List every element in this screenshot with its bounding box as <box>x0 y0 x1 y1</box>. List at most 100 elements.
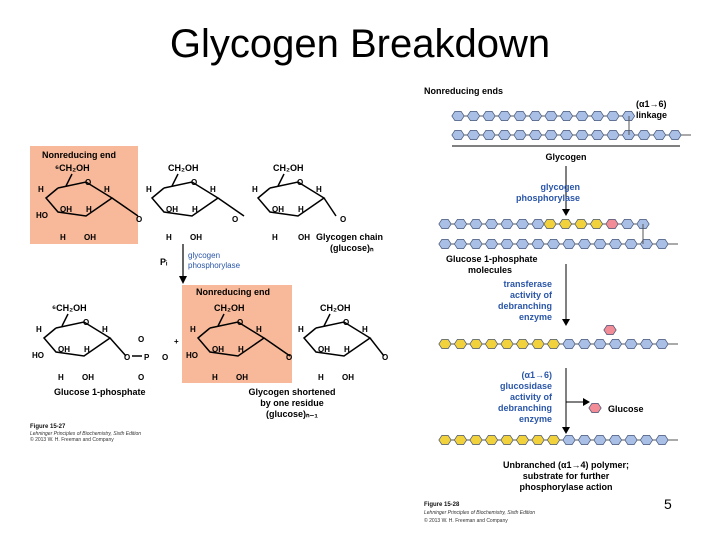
svg-text:O: O <box>237 318 243 327</box>
left-credit-1: Lehninger Principles of Biochemistry, Si… <box>30 431 141 437</box>
glucose-ring-5 <box>302 313 385 357</box>
linkage-label-2: linkage <box>636 110 667 120</box>
unbranched-polymer-glucose-unit <box>531 435 545 445</box>
shortened-main-glucose-unit <box>469 239 483 249</box>
glycogen-main-glucose-unit <box>590 130 605 140</box>
svg-text:HO: HO <box>32 351 44 360</box>
glycogen-branch-glucose-unit <box>590 111 605 121</box>
svg-text:H: H <box>238 345 244 354</box>
glucose-ring-2 <box>150 173 245 217</box>
shortened-branch-glucose-unit <box>558 219 573 229</box>
shortened-main-glucose-unit <box>438 239 452 249</box>
transferred-chain-glucose-unit <box>438 339 452 349</box>
glucose-ring-4 <box>196 313 291 357</box>
shortened-main-glucose-unit <box>546 239 561 249</box>
svg-text:HO: HO <box>36 211 48 220</box>
svg-text:O: O <box>286 353 292 362</box>
unbranched-polymer-glucose-unit <box>655 435 669 445</box>
svg-text:H: H <box>60 233 66 242</box>
svg-text:H: H <box>210 185 216 194</box>
glycogen-main-glucose-unit <box>466 130 481 140</box>
svg-text:H: H <box>256 325 262 334</box>
unbranched-polymer-glucose-unit <box>577 435 592 445</box>
svg-text:H: H <box>272 233 278 242</box>
unbranched-polymer-glucose-unit <box>500 435 514 445</box>
svg-text:H: H <box>298 325 304 334</box>
svg-text:OH: OH <box>190 233 202 242</box>
svg-text:H: H <box>344 345 350 354</box>
glycogen-chain-label: Glycogen chain <box>316 232 383 242</box>
transferred-chain-glucose-unit <box>624 339 638 349</box>
shortened-branch-glucose-unit <box>605 219 619 229</box>
right-figure: Nonreducing ends (α1→6) linkage Glycogen… <box>424 86 691 524</box>
step2-enzyme-4: enzyme <box>519 312 552 322</box>
glucose-n-label: (glucose)ₙ <box>330 243 374 253</box>
step3-enzyme-4: debranching <box>498 403 552 413</box>
glycogen-branch-glucose-unit <box>528 111 543 121</box>
svg-text:O: O <box>83 318 89 327</box>
transferred-chain-glucose-unit <box>639 339 654 349</box>
glycogen-main-glucose-unit <box>451 130 465 140</box>
transferred-chain-glucose-unit <box>500 339 514 349</box>
svg-text:OH: OH <box>272 205 284 214</box>
unbranched-polymer-glucose-unit <box>515 435 530 445</box>
transferred-chain-glucose-unit <box>546 339 561 349</box>
g1p-molecules-glucose-unit <box>531 219 545 229</box>
shortened-main-glucose-unit <box>608 239 623 249</box>
glycogen-branch-glucose-unit <box>497 111 512 121</box>
step-arrow-2-head <box>562 319 570 326</box>
unbranched-polymer-glucose-unit <box>484 435 499 445</box>
svg-text:OH: OH <box>342 373 354 382</box>
step3-enzyme-5: enzyme <box>519 414 552 424</box>
transferred-chain-glucose-unit <box>469 339 483 349</box>
unbranched-polymer-glucose-unit <box>608 435 623 445</box>
glycogen-branch-glucose-unit <box>606 111 620 121</box>
transferred-chain-glucose-unit <box>562 339 576 349</box>
left-credit-2: © 2013 W. H. Freeman and Company <box>30 436 114 443</box>
unbranched-polymer-glucose-unit <box>562 435 576 445</box>
unbranched-label-3: phosphorylase action <box>519 482 612 492</box>
shortened-main-glucose-unit <box>500 239 514 249</box>
glycogen-main-glucose-unit <box>528 130 543 140</box>
ch2oh-label-5: CH₂OH <box>214 303 245 313</box>
svg-text:H: H <box>298 205 304 214</box>
glycogen-branch-glucose-unit <box>482 111 496 121</box>
hexagon-chains <box>438 111 691 445</box>
shortened-main-glucose-unit <box>577 239 592 249</box>
transferred-chain-glucose-unit <box>453 339 468 349</box>
enzyme-glycogen-label: glycogen <box>188 251 220 260</box>
svg-text:H: H <box>252 185 258 194</box>
unbranched-polymer-glucose-unit <box>593 435 607 445</box>
glycogen-main-glucose-unit <box>606 130 620 140</box>
shortened-main-glucose-unit <box>593 239 607 249</box>
pi-label: Pᵢ <box>160 257 168 267</box>
step2-enzyme-1: transferase <box>503 279 552 289</box>
g1p-molecules-glucose-unit <box>484 219 499 229</box>
ch2oh-label-2: CH₂OH <box>168 163 199 173</box>
svg-text:OH: OH <box>166 205 178 214</box>
ch2oh-label-1: ⁶CH₂OH <box>55 163 90 173</box>
glycogen-main-glucose-unit <box>637 130 651 140</box>
glycogen-branch-glucose-unit <box>559 111 574 121</box>
step2-enzyme-3: debranching <box>498 301 552 311</box>
svg-text:H: H <box>190 325 196 334</box>
svg-text:H: H <box>58 373 64 382</box>
svg-text:H: H <box>316 185 322 194</box>
svg-text:O: O <box>232 215 238 224</box>
branch-residue-glucose-unit <box>603 325 617 335</box>
g1p-molecules-glucose-unit <box>453 219 468 229</box>
g1p-molecules-glucose-unit <box>438 219 452 229</box>
glycogen-main-glucose-unit <box>497 130 512 140</box>
left-figure-label: Figure 15-27 <box>30 424 66 430</box>
transferred-chain-glucose-unit <box>531 339 545 349</box>
shortened-branch-glucose-unit <box>589 219 604 229</box>
svg-text:H: H <box>102 325 108 334</box>
svg-text:H: H <box>146 185 152 194</box>
transferred-chain-glucose-unit <box>593 339 607 349</box>
right-figure-label: Figure 15-28 <box>424 502 460 508</box>
glucose-ring-1 <box>44 173 139 217</box>
glycogen-main-glucose-unit <box>544 130 558 140</box>
step1-enzyme-1: glycogen <box>540 182 580 192</box>
svg-text:HO: HO <box>186 351 198 360</box>
